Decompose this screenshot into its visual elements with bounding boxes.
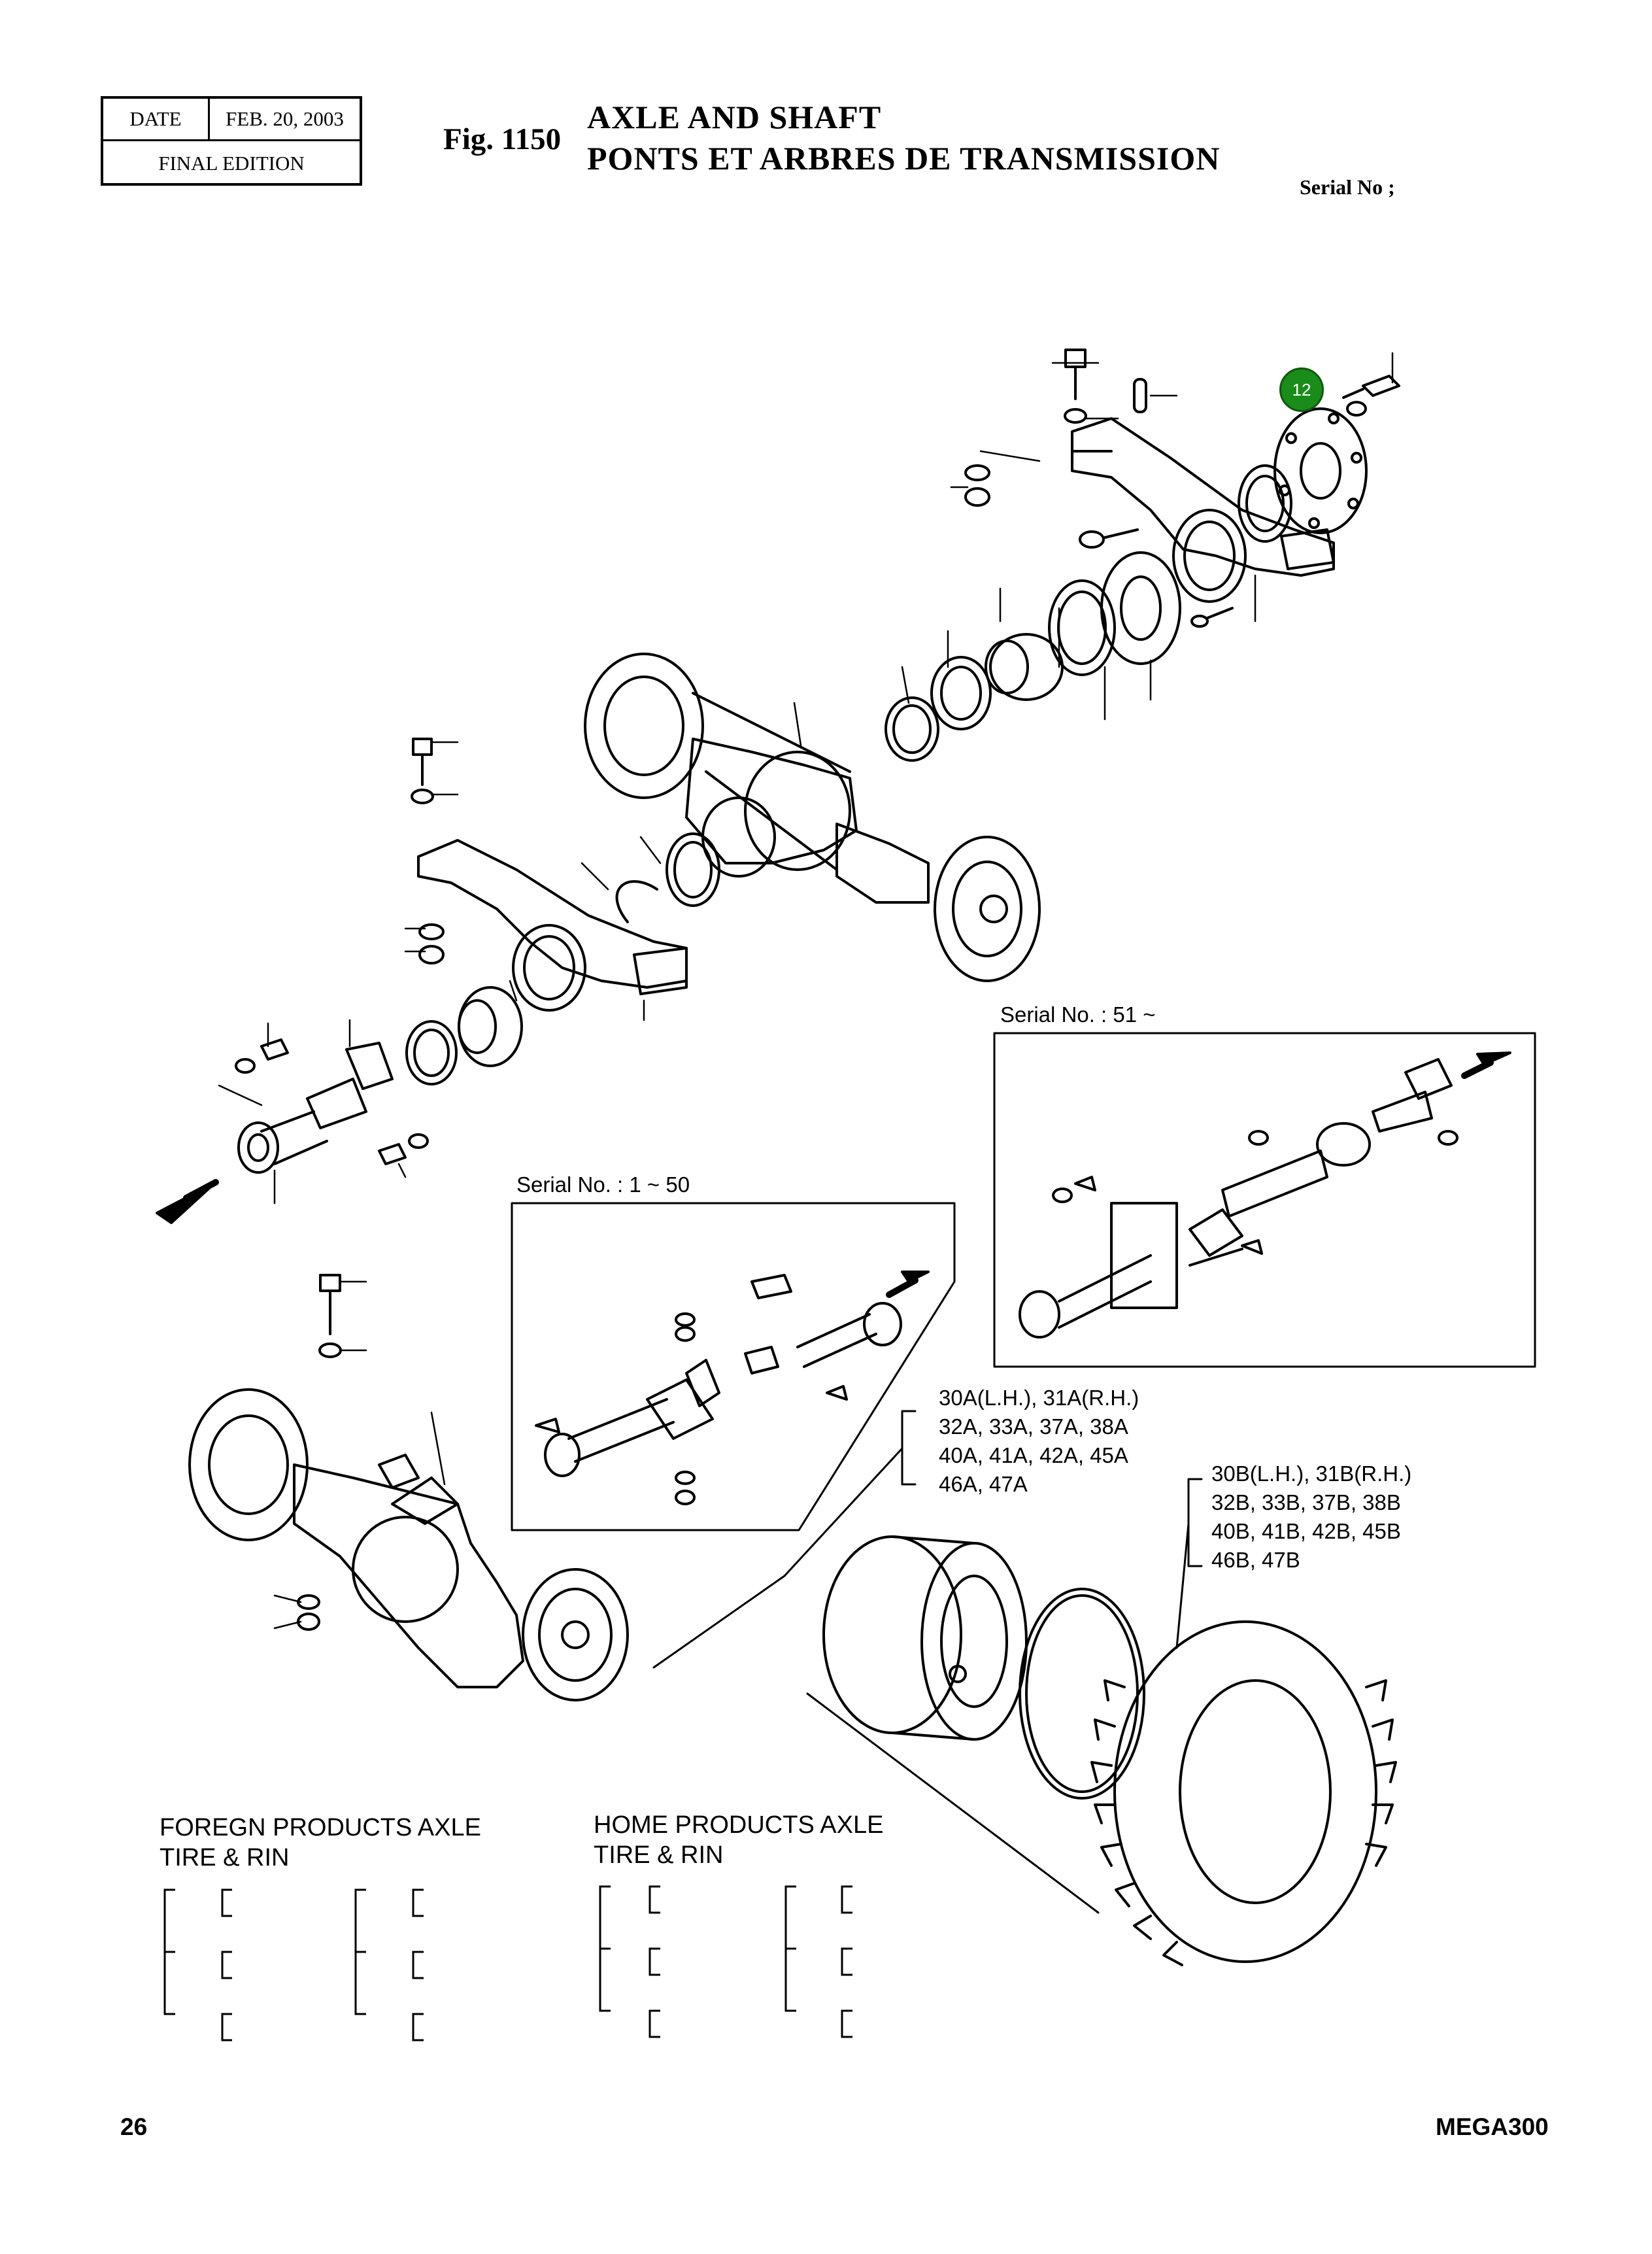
callout-b-line-2: 32B, 33B, 37B, 38B — [1211, 1490, 1401, 1514]
foreign-products-title: FOREGN PRODUCTS AXLE — [160, 1814, 481, 1841]
rear-axle-housing — [584, 653, 1041, 982]
leader-lines — [218, 352, 1394, 1630]
washer — [964, 464, 990, 481]
header-info-box: DATE FEB. 20, 2003 FINAL EDITION — [101, 96, 362, 186]
bolt-right — [1342, 375, 1400, 417]
page-title: AXLE AND SHAFT — [587, 99, 882, 135]
callout-group-b: 30B(L.H.), 31B(R.H.) 32B, 33B, 37B, 38B … — [1211, 1460, 1411, 1575]
home-products-section: HOME PRODUCTS AXLE TIRE & RIN — [594, 1810, 883, 1870]
front-axle-housing — [188, 1388, 629, 1701]
tire — [1090, 1620, 1397, 1966]
foreign-products-section: FOREGN PRODUCTS AXLE TIRE & RIN — [160, 1813, 481, 1873]
foreign-products-subtitle: TIRE & RIN — [160, 1844, 290, 1871]
home-brackets — [599, 1885, 852, 2038]
shaft-bolts — [235, 1038, 429, 1165]
edition-label: FINAL EDITION — [158, 152, 305, 175]
seal-ring — [1238, 464, 1292, 543]
inset-serial-1-50-shaft — [535, 1274, 902, 1505]
upper-left-bracket — [417, 839, 688, 1012]
callout-marker[interactable]: 12 — [1279, 367, 1324, 412]
figure-number: Fig. 1150 — [443, 122, 562, 156]
nut — [964, 487, 990, 507]
callout-b-line-4: 46B, 47B — [1211, 1548, 1300, 1572]
arrow-right-icon-2 — [901, 1271, 930, 1283]
o-ring — [1019, 1588, 1145, 1800]
wheel-rim — [822, 1535, 1028, 1741]
bearing-stack — [885, 551, 1181, 762]
inset-serial-1-50-label: Serial No. : 1 ~ 50 — [516, 1172, 690, 1197]
foreign-brackets — [163, 1888, 424, 2041]
callout-group-a: 30A(L.H.), 31A(R.H.) 32A, 33A, 37A, 38A … — [939, 1384, 1139, 1499]
serial-number-label: Serial No ; — [1300, 175, 1395, 199]
callout-a-line-2: 32A, 33A, 37A, 38A — [939, 1414, 1128, 1439]
inset-serial-51-box — [993, 1032, 1536, 1368]
bolt-left-bracket — [411, 738, 434, 804]
inset-serial-51-label: Serial No. : 51 ~ — [1000, 1002, 1156, 1027]
home-products-subtitle: TIRE & RIN — [594, 1841, 724, 1869]
page-subtitle: PONTS ET ARBRES DE TRANSMISSION — [587, 140, 1221, 177]
callout-b-line-3: 40B, 41B, 42B, 45B — [1211, 1519, 1401, 1543]
flange-plate — [1273, 407, 1368, 534]
callout-lines — [652, 1410, 1203, 1914]
inset-serial-1-50-box — [511, 1202, 956, 1531]
bolt-top — [1064, 349, 1087, 424]
callout-a-line-3: 40A, 41A, 42A, 45A — [939, 1443, 1128, 1467]
model-name: MEGA300 — [1436, 2113, 1549, 2140]
date-value: FEB. 20, 2003 — [226, 107, 344, 130]
pin — [1133, 378, 1147, 413]
front-drive-shaft — [237, 1042, 394, 1174]
callout-a-line-1: 30A(L.H.), 31A(R.H.) — [939, 1386, 1139, 1410]
page-number: 26 — [120, 2113, 148, 2140]
callout-b-line-1: 30B(L.H.), 31B(R.H.) — [1211, 1461, 1412, 1486]
date-label: DATE — [103, 99, 210, 139]
home-products-title: HOME PRODUCTS AXLE — [594, 1811, 884, 1839]
header-date-row: DATE FEB. 20, 2003 — [103, 99, 360, 141]
inset-serial-51-shaft — [1019, 1058, 1458, 1339]
snap-ring — [615, 880, 658, 923]
callout-a-line-4: 46A, 47A — [939, 1472, 1028, 1496]
